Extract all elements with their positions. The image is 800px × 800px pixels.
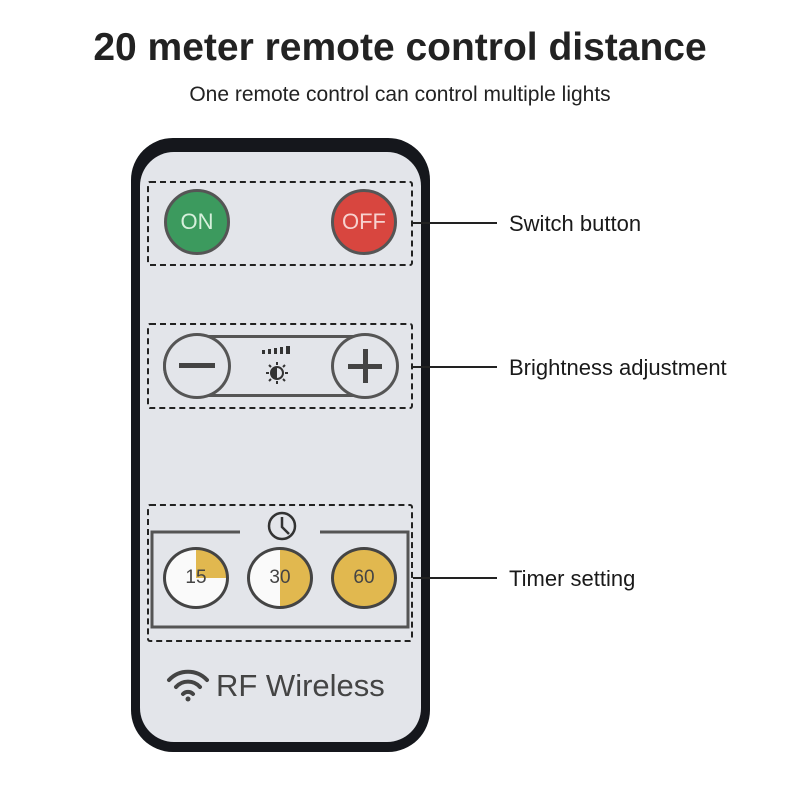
switch-group-box [147, 181, 413, 266]
off-button[interactable]: OFF [331, 189, 397, 255]
page-title: 20 meter remote control distance [93, 26, 707, 69]
brightness-icon [262, 346, 290, 384]
page-subtitle: One remote control can control multiple … [189, 83, 611, 106]
plus-icon [348, 349, 382, 383]
timer-label: 60 [353, 567, 375, 588]
wifi-icon [167, 669, 209, 702]
timer-60-button[interactable]: 60 [331, 547, 397, 609]
on-button[interactable]: ON [164, 189, 230, 255]
minus-icon [179, 363, 215, 368]
timer-15-button[interactable]: 15 [163, 547, 229, 609]
timer-callout-line [413, 577, 497, 579]
timer-frame [150, 511, 410, 629]
brightness-group-box [147, 323, 413, 409]
timer-group-box [147, 504, 413, 642]
switch-callout-line [413, 222, 497, 224]
brightness-callout-label: Brightness adjustment [509, 355, 727, 380]
timer-label: 15 [185, 567, 207, 588]
switch-callout-label: Switch button [509, 211, 642, 236]
timer-30-button[interactable]: 30 [247, 547, 313, 609]
brightness-callout-line [413, 366, 497, 368]
timer-callout-label: Timer setting [509, 566, 636, 591]
brightness-up-button[interactable] [331, 333, 399, 399]
brightness-down-button[interactable] [163, 333, 231, 399]
timer-label: 30 [269, 567, 291, 588]
brand-label: RF Wireless [216, 668, 385, 703]
clock-icon [267, 511, 297, 541]
